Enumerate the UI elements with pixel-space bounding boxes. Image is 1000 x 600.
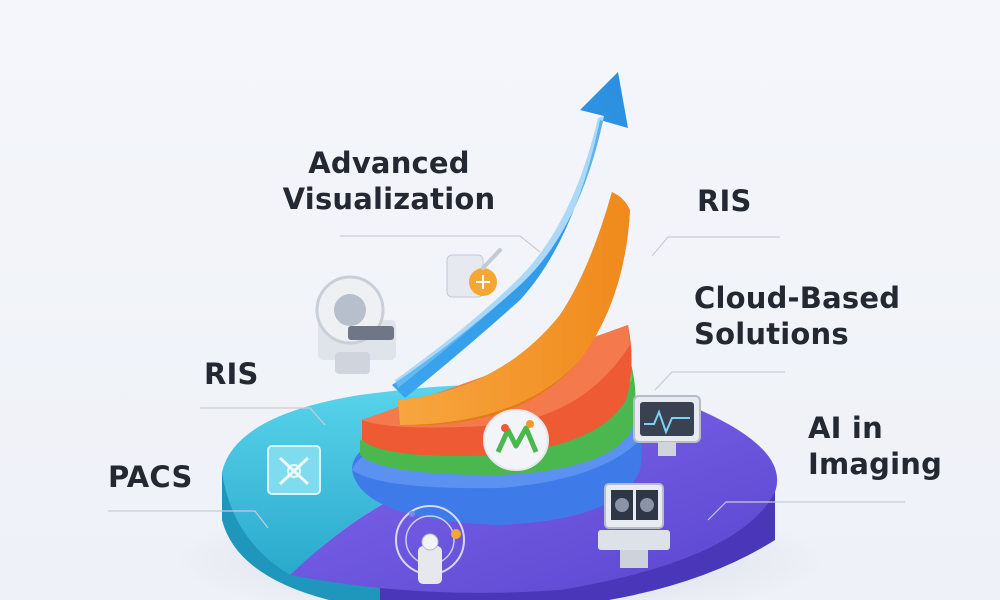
monitor-waveform-icon <box>633 395 701 456</box>
label-line: Visualization <box>282 182 496 216</box>
xray-image-icon <box>267 445 321 495</box>
label-ai-in-imaging: AI in Imaging <box>808 410 942 482</box>
label-line: RIS <box>697 184 752 218</box>
label-line: PACS <box>108 460 193 494</box>
label-line: Solutions <box>694 317 849 351</box>
label-cloud-based-solutions: Cloud-Based Solutions <box>694 280 900 352</box>
workstation-icon <box>598 483 670 568</box>
network-nodes-icon <box>446 248 502 298</box>
label-advanced-visualization: Advanced Visualization <box>280 145 498 217</box>
label-pacs: PACS <box>108 459 193 495</box>
label-line: AI in <box>808 411 883 445</box>
ai-network-badge-icon <box>483 409 549 471</box>
label-line: Cloud-Based <box>694 281 901 315</box>
label-line: RIS <box>204 357 259 391</box>
label-line: Advanced <box>308 146 470 180</box>
layer-orange-top <box>398 192 630 425</box>
mri-scanner-icon <box>315 275 396 374</box>
label-ris-right: RIS <box>697 183 752 219</box>
label-line: Imaging <box>808 447 943 481</box>
leader-lines <box>108 235 905 529</box>
growth-arrow <box>392 72 628 398</box>
ai-orbit-icon <box>395 505 465 584</box>
label-ris-left: RIS <box>204 356 259 392</box>
